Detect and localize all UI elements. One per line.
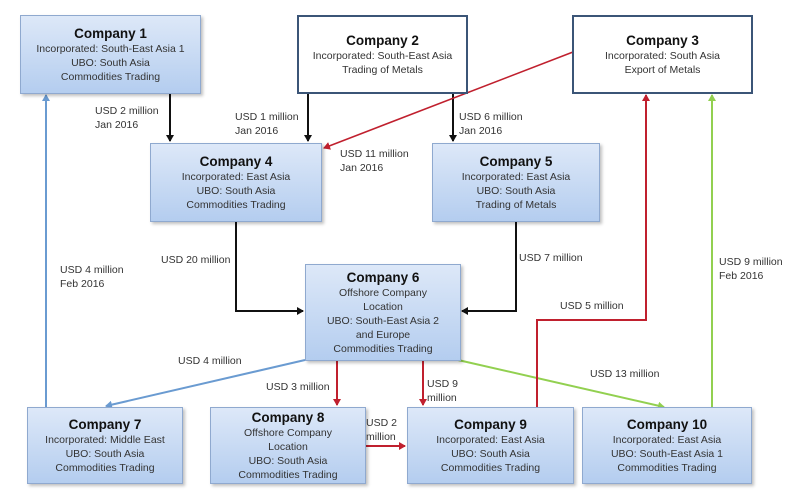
company-detail: UBO: South Asia: [248, 455, 328, 467]
company-detail: UBO: South Asia: [196, 185, 276, 197]
flow-amount: USD 6 million: [459, 111, 523, 123]
flow-label-c2-c5: USD 6 million Jan 2016: [459, 110, 523, 138]
company-detail: UBO: South Asia: [65, 448, 145, 460]
company-detail: Incorporated: South-East Asia: [312, 50, 453, 62]
flow-amount: USD 2: [366, 417, 397, 429]
flow-label-c6-c9: USD 9 million: [427, 377, 458, 405]
flow-date: Feb 2016: [60, 278, 105, 290]
company-detail: Commodities Trading: [238, 469, 338, 481]
flow-amount: USD 7 million: [519, 252, 583, 264]
company-detail: UBO: South-East Asia 2: [326, 315, 440, 327]
flow-amount: USD 3 million: [266, 381, 330, 393]
company-5-box: Company 5 Incorporated: East Asia UBO: S…: [432, 143, 600, 222]
company-detail: Incorporated: Middle East: [45, 434, 165, 446]
company-detail: UBO: South Asia: [451, 448, 530, 460]
company-detail: Commodities Trading: [55, 462, 155, 474]
company-title: Company 8: [251, 410, 325, 425]
company-3-box: Company 3 Incorporated: South Asia Expor…: [572, 15, 753, 94]
flow-amount: USD 9 million: [719, 256, 783, 268]
edge-c6-c7: [105, 359, 306, 409]
company-detail: Commodities Trading: [617, 462, 717, 474]
flow-date: Feb 2016: [719, 270, 764, 282]
flow-label-c4-c6: USD 20 million: [161, 253, 230, 267]
company-detail: Location: [363, 301, 403, 313]
company-detail: Incorporated: East Asia: [436, 434, 545, 446]
company-title: Company 6: [346, 270, 420, 285]
flow-date: Jan 2016: [95, 119, 139, 131]
company-9-box: Company 9 Incorporated: East Asia UBO: S…: [407, 407, 574, 484]
flow-amount: USD 4 million: [178, 355, 242, 367]
company-detail: Incorporated: South Asia: [605, 50, 720, 62]
company-detail: Trading of Metals: [342, 64, 423, 76]
company-8-box: Company 8 Offshore Company Location UBO:…: [210, 407, 366, 484]
flow-label-c1-c4: USD 2 million Jan 2016: [95, 104, 159, 132]
company-title: Company 5: [479, 154, 553, 169]
company-title: Company 2: [346, 33, 419, 48]
company-2-box: Company 2 Incorporated: South-East Asia …: [297, 15, 468, 94]
flow-amount: USD 5 million: [560, 300, 624, 312]
flow-label-c2-c4: USD 1 million Jan 2016: [235, 110, 299, 138]
company-detail: Incorporated: East Asia: [612, 434, 722, 446]
company-detail: Incorporated: South-East Asia 1: [36, 43, 185, 55]
flow-amount: USD 11 million: [340, 148, 409, 160]
flow-amount: USD 20 million: [161, 254, 231, 266]
edge-c3-c4: [323, 51, 574, 150]
flow-label-c3-c4: USD 11 million Jan 2016: [340, 147, 409, 175]
company-title: Company 1: [74, 26, 147, 41]
company-detail: UBO: South-East Asia 1: [610, 448, 724, 460]
flow-label-c9-c3: USD 5 million: [560, 299, 624, 313]
company-detail: Offshore Company: [244, 427, 332, 439]
flow-amount: USD 2 million: [95, 105, 159, 117]
company-detail: Commodities Trading: [440, 462, 541, 474]
flow-amount-line2: million: [427, 392, 457, 404]
flow-amount: USD 1 million: [235, 111, 299, 123]
company-4-box: Company 4 Incorporated: East Asia UBO: S…: [150, 143, 322, 222]
company-detail: Commodities Trading: [333, 343, 433, 355]
flow-date: Jan 2016: [235, 125, 279, 137]
edge-c6-c10: [457, 359, 665, 410]
company-6-box: Company 6 Offshore Company Location UBO:…: [305, 264, 461, 361]
company-title: Company 10: [626, 417, 708, 432]
flow-amount: USD 13 million: [590, 368, 660, 380]
company-detail: Trading of Metals: [475, 199, 557, 211]
company-detail: Commodities Trading: [60, 71, 161, 83]
company-title: Company 3: [626, 33, 699, 48]
company-detail: Incorporated: East Asia: [461, 171, 571, 183]
flow-label-c6-c8: USD 3 million: [266, 380, 330, 394]
company-7-box: Company 7 Incorporated: Middle East UBO:…: [27, 407, 183, 484]
company-1-box: Company 1 Incorporated: South-East Asia …: [20, 15, 201, 94]
company-title: Company 7: [68, 417, 142, 432]
flow-label-c6-c10: USD 13 million: [590, 367, 659, 381]
company-title: Company 9: [454, 417, 527, 432]
company-10-box: Company 10 Incorporated: East Asia UBO: …: [582, 407, 752, 484]
company-title: Company 4: [199, 154, 273, 169]
company-detail: Incorporated: East Asia: [181, 171, 291, 183]
flow-amount-line2: million: [366, 431, 396, 443]
flow-label-c7-c1: USD 4 million Feb 2016: [60, 263, 124, 291]
edge-c4-c6: [235, 222, 304, 315]
company-detail: Export of Metals: [624, 64, 701, 76]
company-detail: UBO: South Asia: [71, 57, 150, 69]
edge-c5-c6: [461, 222, 517, 315]
flow-amount: USD 9: [427, 378, 458, 390]
company-detail: and Europe: [355, 329, 411, 341]
flow-label-c6-c7: USD 4 million: [178, 354, 242, 368]
flow-date: Jan 2016: [459, 125, 503, 137]
company-detail: UBO: South Asia: [476, 185, 556, 197]
company-detail: Offshore Company: [339, 287, 427, 299]
company-detail: Commodities Trading: [186, 199, 286, 211]
flow-label-c5-c6: USD 7 million: [519, 251, 583, 265]
edge-c9-c3: [536, 94, 650, 407]
flow-date: Jan 2016: [340, 162, 384, 174]
flow-amount: USD 4 million: [60, 264, 124, 276]
flow-label-c10-c3: USD 9 million Feb 2016: [719, 255, 783, 283]
flow-label-c8-c9: USD 2 million: [366, 416, 397, 444]
company-detail: Location: [268, 441, 308, 453]
